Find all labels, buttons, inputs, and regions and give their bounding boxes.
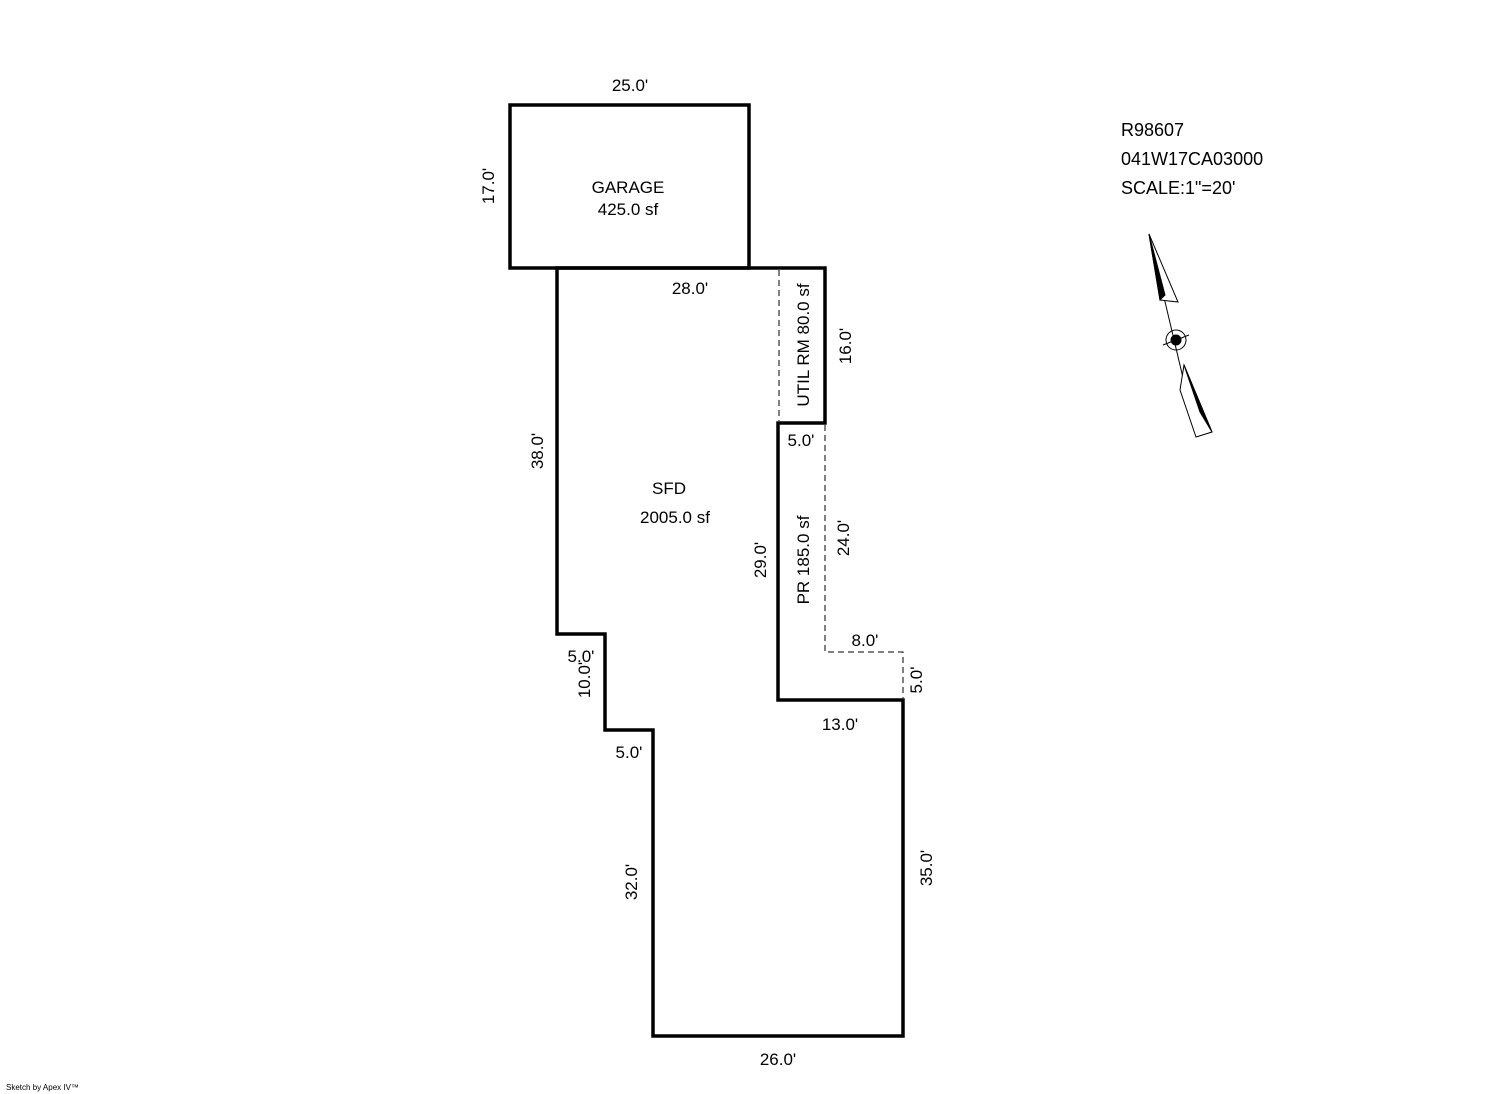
dim-pr-right: 24.0' (834, 520, 853, 556)
dim-util-step: 5.0' (788, 431, 815, 450)
garage-area: 425.0 sf (598, 200, 659, 219)
parcel-id: R98607 (1121, 120, 1184, 140)
map-taxlot: 041W17CA03000 (1121, 149, 1263, 169)
dim-left-step-h: 5.0' (568, 647, 595, 666)
dim-left-step-v: 10.0' (575, 662, 594, 698)
dim-util-right: 16.0' (836, 328, 855, 364)
dim-sfd-top: 28.0' (672, 279, 708, 298)
util-room-label: UTIL RM 80.0 sf (794, 283, 813, 406)
garage-name: GARAGE (592, 178, 665, 197)
dim-bottom: 26.0' (760, 1050, 796, 1069)
north-arrow-icon (1148, 233, 1213, 438)
dim-right: 35.0' (917, 850, 936, 886)
dim-lower-left: 32.0' (622, 864, 641, 900)
dim-left-step-h2: 5.0' (616, 743, 643, 762)
scale-label: SCALE:1"=20' (1121, 178, 1235, 198)
dim-pr-bottom: 8.0' (852, 631, 879, 650)
sfd-outline (555, 266, 905, 1038)
dim-sfd-left: 38.0' (528, 433, 547, 469)
porch-outline (824, 425, 904, 698)
dim-garage-left: 17.0' (479, 168, 498, 204)
dim-garage-top: 25.0' (612, 76, 648, 95)
porch-label: PR 185.0 sf (794, 515, 813, 604)
dim-pr-inner: 29.0' (751, 542, 770, 578)
sfd-area: 2005.0 sf (640, 508, 710, 527)
sfd-name: SFD (652, 479, 686, 498)
sketch-credit: Sketch by Apex IV™ (6, 1083, 79, 1092)
dim-pr-step: 5.0' (907, 667, 926, 694)
dim-right-top: 13.0' (822, 715, 858, 734)
